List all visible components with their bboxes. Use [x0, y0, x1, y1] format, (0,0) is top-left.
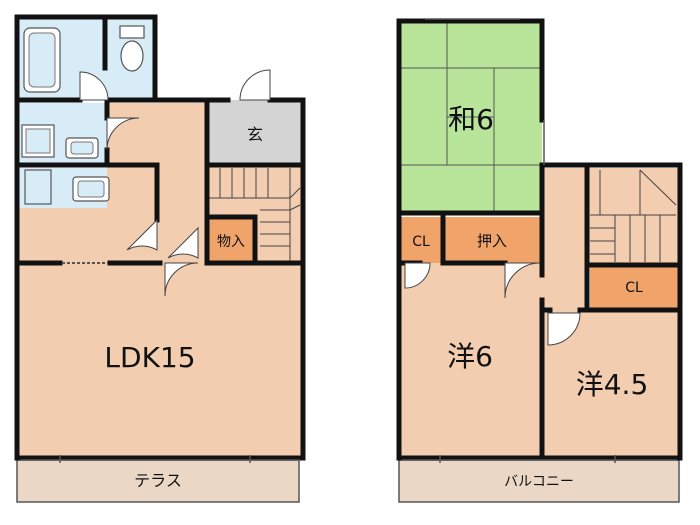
doors-1f [79, 69, 271, 297]
stair-steps-1f [207, 168, 301, 263]
storage-room [207, 217, 255, 263]
ldk-door-icon [164, 262, 199, 297]
yoshitsu-a-label: 洋6 [447, 340, 493, 373]
entrance-area [207, 100, 303, 165]
oshiire-label: 押入 [477, 232, 507, 250]
walls-2f [396, 18, 683, 461]
closet-a-door-icon [404, 262, 431, 289]
yoshitsu-a-door-icon [504, 262, 541, 299]
doors-2f [404, 262, 581, 346]
closet-b-label: CL [625, 280, 643, 296]
balcony-area [398, 459, 680, 503]
kitchen-counter-icon [24, 169, 52, 205]
kitchen-door-icon [126, 218, 158, 251]
hall-2f [542, 168, 587, 310]
yoshitsu-a-room [399, 263, 542, 456]
stair-steps-2f [590, 169, 677, 262]
windows-1f [20, 455, 300, 463]
entrance-label: 玄 [247, 125, 263, 144]
bath-door-icon [79, 71, 109, 101]
hall-door-icon [167, 226, 199, 259]
ldk-room [17, 263, 303, 456]
windows-2f [402, 18, 677, 463]
yoshitsu-b-door-icon [547, 312, 581, 346]
balcony-label: バルコニー [504, 474, 574, 490]
closet-a-label: CL [412, 234, 430, 250]
wash-door-icon [106, 117, 140, 151]
washitsu-label: 和6 [448, 103, 494, 136]
tatami-lines [399, 21, 542, 213]
yoshitsu-b-label: 洋4.5 [576, 368, 649, 401]
floor-1 [14, 14, 306, 503]
walls-1f [14, 14, 306, 461]
terrace-label: テラス [134, 471, 182, 490]
floor-2 [396, 18, 683, 503]
ldk-label: LDK15 [104, 341, 195, 374]
stairs-2f [587, 168, 679, 265]
closet-b [590, 265, 679, 310]
entrance-door-icon [239, 69, 271, 101]
oshiire-room [443, 217, 542, 263]
terrace-area [16, 459, 300, 503]
storage-label: 物入 [217, 234, 245, 250]
toilet-icon [119, 25, 145, 72]
closet-a [399, 217, 443, 263]
